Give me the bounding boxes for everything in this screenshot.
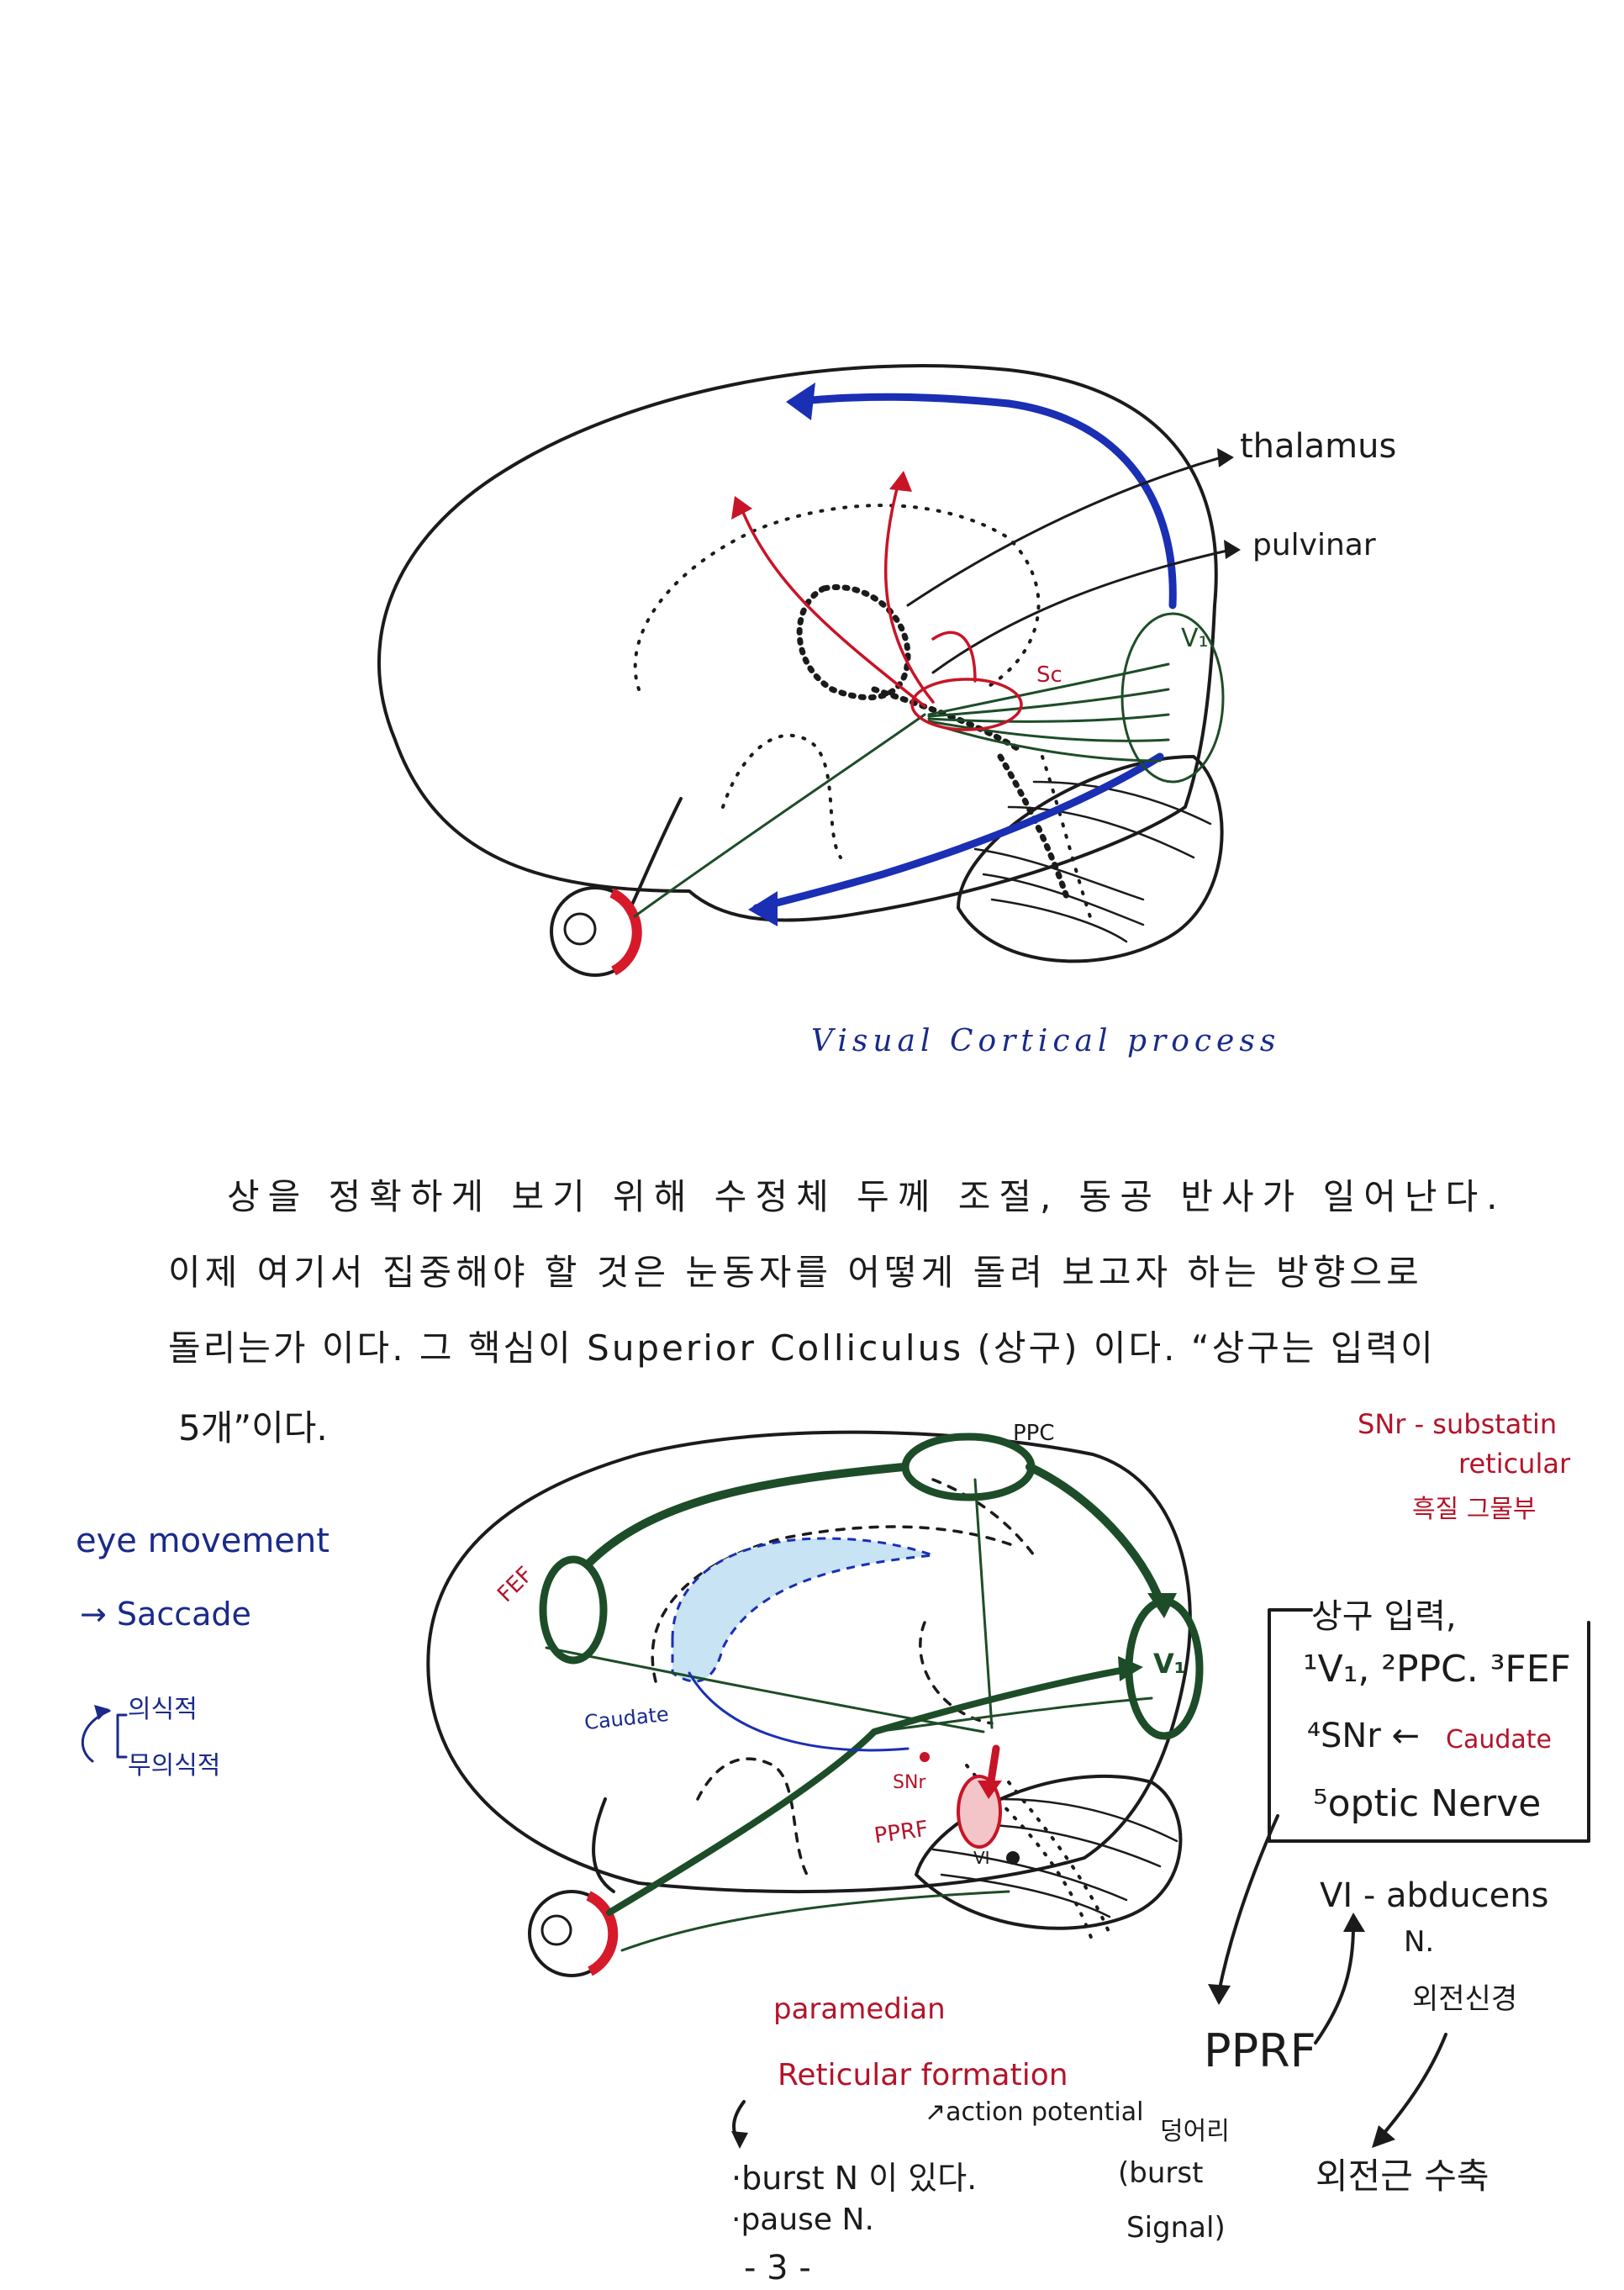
saccade-label: → Saccade	[80, 1596, 251, 1633]
input-line-2: ⁴SNr ←	[1307, 1717, 1420, 1755]
paramedian-line-2: Reticular formation	[778, 2058, 1068, 2092]
snr-note-line-2: reticular	[1458, 1448, 1570, 1480]
conscious-label: 의식적	[128, 1688, 198, 1725]
ppc-label: PPC	[1013, 1421, 1055, 1446]
snr-label: SNr	[893, 1772, 925, 1793]
vi-nucleus-dot	[1006, 1851, 1020, 1865]
abducens-line-1: VI - abducens	[1320, 1876, 1548, 1915]
pprf-node: PPRF	[1204, 2024, 1316, 2077]
action-potential-label: ↗action potential	[925, 2097, 1143, 2127]
paramedian-line-1: paramedian	[773, 1992, 946, 2026]
v1-label-bottom: V₁	[1153, 1648, 1186, 1680]
burst-neuron-item: ·burst N 이 있다.	[731, 2152, 977, 2198]
snr-dot	[920, 1752, 930, 1762]
temporal-lobe-line-bottom	[593, 1799, 614, 1892]
pause-neuron-item: ·pause N.	[731, 2203, 874, 2237]
page-number: - 3 -	[744, 2249, 811, 2287]
eye-movement-title: eye movement	[76, 1522, 330, 1560]
caudate-shape	[672, 1538, 933, 1681]
eye-retina-bottom	[588, 1896, 613, 1971]
inputs-title: 상구 입력,	[1311, 1589, 1457, 1638]
fef-region	[543, 1559, 604, 1660]
snr-note-line-1: SNr - substatin	[1358, 1408, 1557, 1440]
input-line-2-caudate: Caudate	[1446, 1725, 1552, 1754]
input-line-3: ⁵optic Nerve	[1313, 1782, 1541, 1825]
dungeori-label: 덩어리	[1160, 2110, 1230, 2147]
vi-label: VI	[973, 1848, 990, 1868]
brain-outline-bottom	[428, 1433, 1190, 1892]
abducens-result: 외전근 수축	[1316, 2148, 1490, 2199]
burst-signal-line-2: Signal)	[1126, 2211, 1226, 2245]
snr-note-line-3: 흑질 그물부	[1412, 1488, 1537, 1525]
abducens-line-2: N.	[1404, 1925, 1434, 1959]
optic-radiation-bottom	[609, 1669, 1131, 1913]
input-line-1: ¹V₁, ²PPC. ³FEF	[1303, 1648, 1571, 1691]
burst-signal-line-1: (burst	[1118, 2156, 1203, 2190]
unconscious-label: 무의식적	[128, 1744, 220, 1781]
abducens-line-3: 외전신경	[1412, 1976, 1517, 2017]
